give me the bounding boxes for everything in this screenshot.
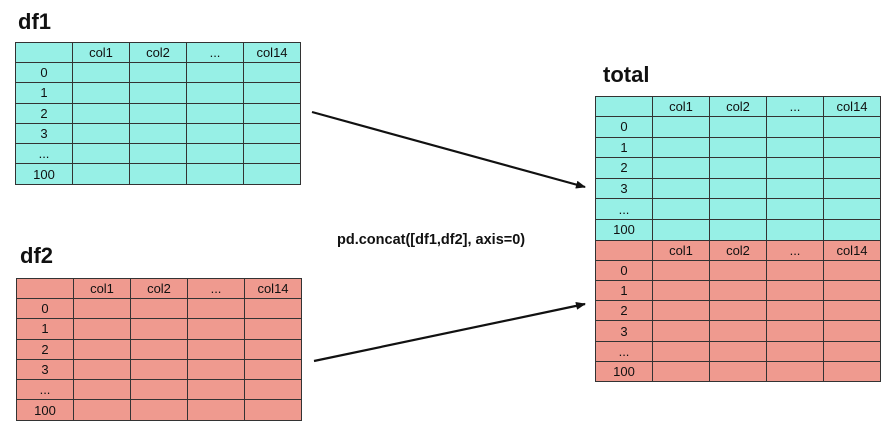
df2-row: 100	[16, 399, 302, 421]
total-bottom-row: 0	[595, 259, 881, 281]
df1-row: 0	[15, 61, 301, 84]
df1-row: ...	[15, 143, 301, 165]
total-top-index-cell: 100	[595, 218, 653, 241]
concat-operation-label: pd.concat([df1,df2], axis=0)	[337, 232, 526, 248]
df1-row: 1	[15, 82, 301, 104]
df2-title: df2	[20, 243, 53, 268]
df2-cell	[244, 399, 302, 421]
total-title: total	[603, 62, 650, 87]
total-top-row: ...	[595, 198, 881, 220]
df1-row: 100	[15, 163, 301, 185]
total-top-row: 2	[595, 157, 881, 179]
df2-header-cell: col14	[244, 278, 302, 299]
total-bottom-row: 1	[595, 279, 881, 302]
total-bottom-row: 100	[595, 361, 881, 383]
total-bottom-row: 2	[595, 300, 881, 322]
total-bottom-cell	[823, 361, 881, 383]
df2-to-total-arrow	[313, 301, 586, 363]
df1-row: 3	[15, 122, 301, 145]
total-top-row: 100	[595, 218, 881, 241]
total-top-row: 1	[595, 136, 881, 159]
total-top-header-cell: col14	[823, 96, 881, 117]
df2-row: ...	[16, 379, 302, 401]
df1-to-total-arrow	[311, 110, 586, 189]
df1-index-cell: 100	[15, 163, 73, 185]
df2-index-cell: 100	[16, 399, 74, 421]
total-top-row: 3	[595, 177, 881, 200]
df2-row: 0	[16, 297, 302, 320]
df2-header-cell: col1	[73, 278, 131, 299]
df2-row: 3	[16, 358, 302, 381]
df1-cell	[243, 163, 301, 185]
df1-row: 2	[15, 102, 301, 124]
total-top-header-cell: col1	[652, 96, 710, 117]
df1-title: df1	[18, 9, 51, 34]
